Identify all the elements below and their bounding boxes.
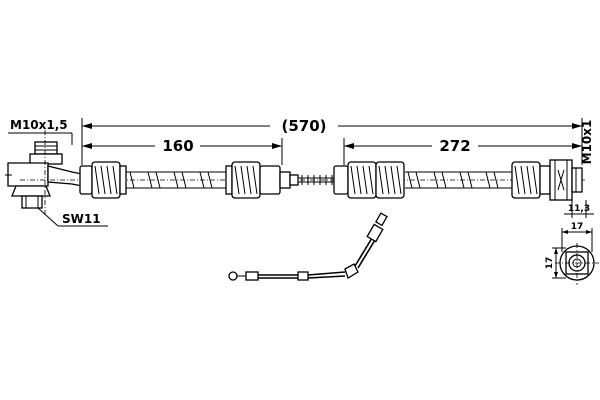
nut-width-top-label: 17 — [571, 222, 584, 232]
crimp-sleeve-2 — [225, 161, 281, 199]
wrench-size-label: SW11 — [62, 212, 101, 226]
centre-connector — [279, 171, 340, 189]
nut-width-side-label: 17 — [545, 257, 555, 270]
crimp-sleeve-1 — [79, 161, 127, 199]
left-thread-label: M10x1,5 — [10, 118, 68, 132]
overall-length-label: (570) — [281, 117, 326, 135]
installed-view-sketch — [228, 212, 388, 281]
right-segment-length-label: 272 — [439, 137, 470, 155]
fitting-height-label: 11,3 — [568, 204, 590, 214]
wrench-size-leader — [37, 207, 59, 227]
left-segment-length-label: 160 — [162, 137, 193, 155]
overall-dimension — [81, 118, 583, 165]
nut-width-dimension-side — [552, 247, 566, 279]
hose-hatching-right — [407, 171, 499, 189]
fitting-height-dimension — [564, 200, 594, 218]
crimp-sleeve-4 — [511, 161, 551, 199]
crimp-sleeve-3 — [333, 161, 405, 199]
right-segment-dimension — [343, 138, 582, 165]
right-thread-label: M10x1 — [580, 120, 594, 165]
left-segment-dimension — [82, 138, 283, 165]
left-banjo-fitting — [5, 130, 83, 215]
nut-end-view — [555, 243, 599, 285]
right-end-fitting — [549, 159, 583, 201]
